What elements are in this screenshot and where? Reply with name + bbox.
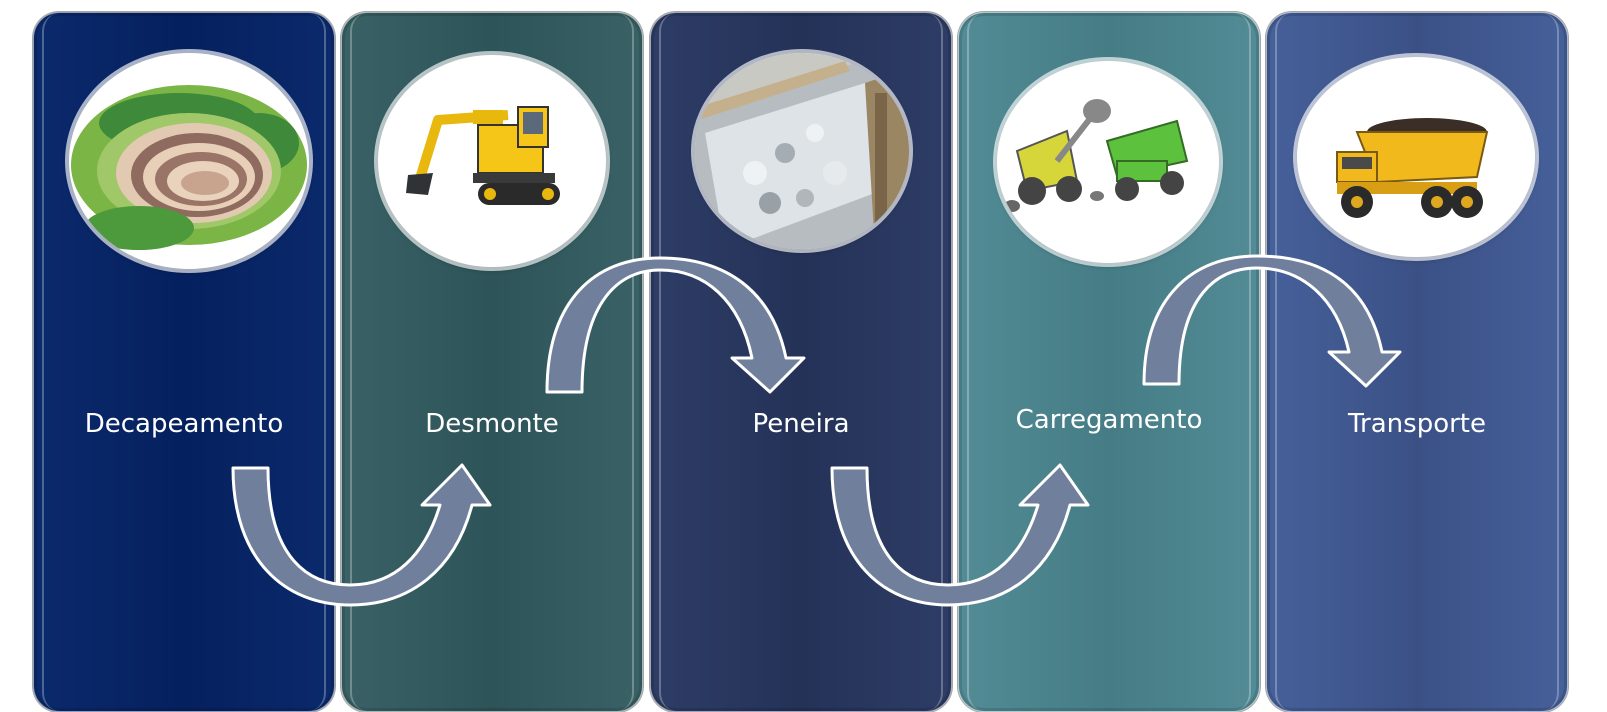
wheel-loader-dump-truck-icon (997, 61, 1219, 263)
vibrating-screen-photo (695, 53, 909, 249)
open-pit-mine-icon (69, 53, 309, 269)
stage-label: Carregamento (1015, 405, 1203, 435)
haul-truck-icon (1297, 57, 1535, 257)
stage-label: Transporte (1348, 409, 1486, 439)
excavator-icon (378, 55, 606, 267)
stage-label: Decapeamento (84, 409, 284, 439)
stage-label: Peneira (752, 409, 850, 439)
stage-label: Desmonte (425, 409, 559, 439)
stage-panel-desmonte: Desmonte (341, 12, 643, 712)
stage-panel-peneira: Peneira (650, 12, 952, 712)
stage-panel-decapeamento: Decapeamento (33, 12, 335, 712)
stage-panel-carregamento: Carregamento (958, 12, 1260, 712)
stage-panel-transporte: Transporte (1266, 12, 1568, 712)
